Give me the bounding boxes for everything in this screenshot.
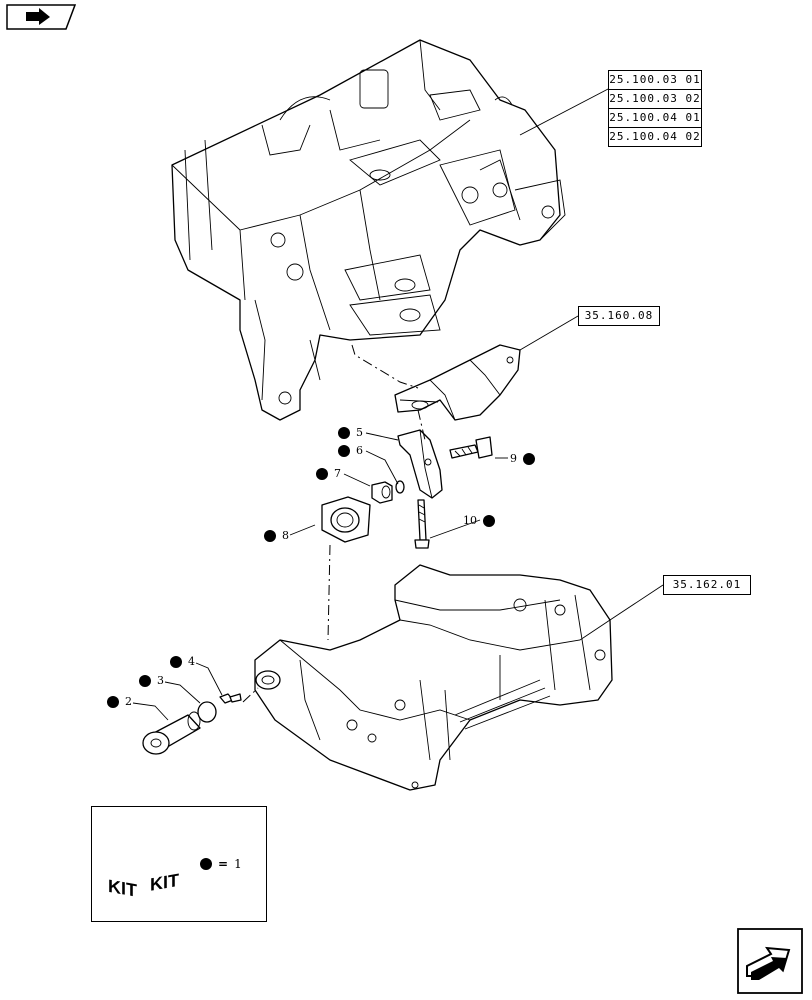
- kit-dot-icon: [264, 529, 276, 542]
- reference-link[interactable]: 25.100.04 02: [609, 130, 701, 143]
- next-page-button[interactable]: [737, 928, 803, 994]
- spacer-7: [371, 481, 393, 504]
- bushing-8: [321, 496, 371, 543]
- kit-dot-icon: [338, 444, 350, 457]
- reference-link[interactable]: 25.100.03 02: [609, 90, 701, 109]
- kit-index: 1: [234, 857, 242, 871]
- kit-dot-icon: [316, 467, 328, 480]
- o-ring-3: [197, 701, 217, 723]
- kit-legend-equation: = 1: [200, 857, 242, 871]
- callout-number: 5: [356, 426, 363, 439]
- reference-link[interactable]: 35.160.08: [584, 309, 654, 322]
- kit-dot-icon: [107, 695, 119, 708]
- bolt-9: [449, 436, 493, 459]
- arrow-next-page-icon: [737, 928, 803, 994]
- kit-dot-icon: [338, 426, 350, 439]
- kit-dot-icon: [200, 858, 212, 870]
- callout-number: 8: [282, 529, 289, 542]
- callout-2[interactable]: 2: [107, 695, 132, 708]
- callout-number: 6: [356, 444, 363, 457]
- grease-nipple-4: [219, 693, 242, 704]
- callout-6[interactable]: 6: [338, 444, 363, 457]
- kit-dot-icon: [483, 514, 495, 527]
- previous-page-button[interactable]: [6, 4, 77, 30]
- pin-2: [142, 711, 201, 755]
- kit-label-right: KIT: [150, 870, 179, 895]
- kit-dot-icon: [139, 674, 151, 687]
- callout-4[interactable]: 4: [170, 655, 195, 668]
- reference-link[interactable]: 25.100.04 01: [609, 109, 701, 128]
- bolt-10: [414, 499, 430, 549]
- kit-label-left: KIT: [108, 876, 137, 901]
- equals-sign: =: [218, 857, 229, 871]
- leader-lines: [132, 87, 664, 721]
- support-bracket: [394, 344, 521, 421]
- callout-number: 4: [188, 655, 195, 668]
- callout-number: 7: [334, 467, 341, 480]
- arrow-left-flag-icon: [6, 4, 77, 30]
- alignment-lines: [242, 344, 426, 703]
- reference-box-frame: 25.100.03 01 25.100.03 02 25.100.04 01 2…: [608, 70, 702, 147]
- upper-axle-support-frame: [171, 39, 566, 421]
- reference-link[interactable]: 25.100.03 01: [609, 71, 701, 90]
- clamp-bracket: [397, 429, 443, 499]
- reference-box-bracket: 35.160.08: [578, 306, 660, 326]
- kit-dot-icon: [523, 452, 535, 465]
- callout-5[interactable]: 5: [338, 426, 363, 439]
- callout-7[interactable]: 7: [316, 467, 341, 480]
- callout-number: 10: [463, 514, 477, 527]
- callout-8[interactable]: 8: [264, 529, 289, 542]
- reference-box-cradle: 35.162.01: [663, 575, 751, 595]
- callout-10[interactable]: 10: [463, 514, 495, 527]
- reference-link[interactable]: 35.162.01: [672, 578, 742, 591]
- kit-legend-panel: KIT KIT = 1: [91, 806, 267, 922]
- callout-3[interactable]: 3: [139, 674, 164, 687]
- callout-number: 3: [157, 674, 164, 687]
- callout-number: 2: [125, 695, 132, 708]
- lower-axle-cradle: [254, 564, 613, 791]
- callout-number: 9: [510, 452, 517, 465]
- kit-dot-icon: [170, 655, 182, 668]
- callout-9[interactable]: 9: [510, 452, 535, 465]
- kit-box-labels: KIT KIT: [108, 870, 179, 901]
